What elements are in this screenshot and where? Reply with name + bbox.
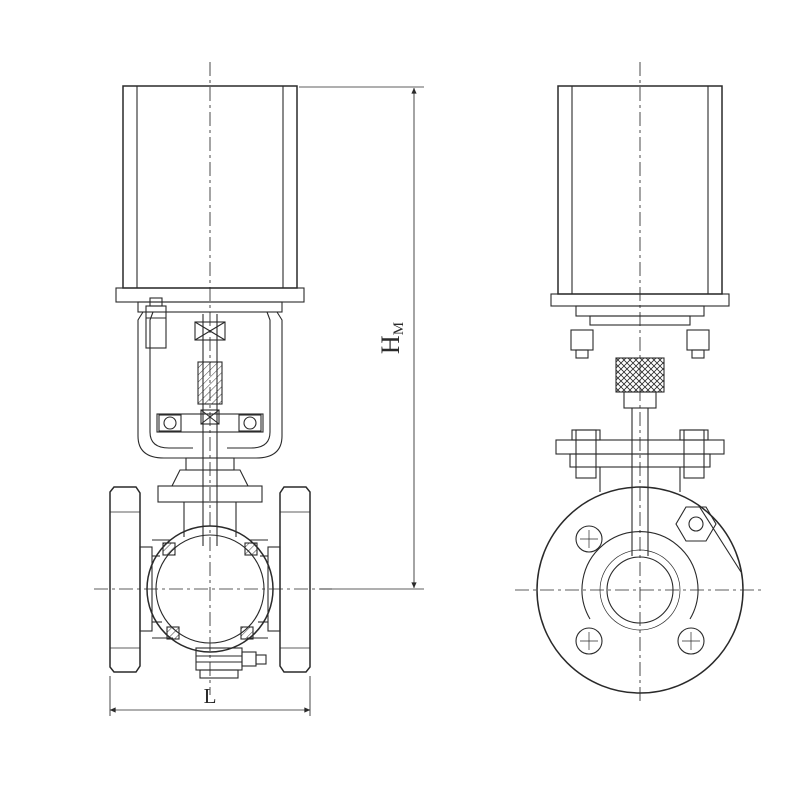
drain-bracket-plate	[199, 669, 239, 679]
side-end-flange	[536, 486, 744, 694]
flange-face-circle	[536, 486, 744, 694]
flange-chord-cut	[698, 505, 742, 573]
front-yoke	[137, 311, 283, 459]
stem-coupling-box	[194, 321, 226, 341]
front-valve-body	[146, 525, 274, 653]
side-stem-coupling	[615, 357, 665, 556]
dimension-l-label: L	[204, 684, 217, 708]
bore-circle	[606, 556, 674, 624]
stem-nut-box	[200, 409, 220, 425]
actuator-mounting-plate	[137, 301, 283, 313]
front-drain-assembly	[195, 647, 267, 679]
ball-silhouette-arc	[581, 531, 699, 620]
front-sectional-view: L HM	[94, 62, 424, 716]
valve-body-outline	[146, 525, 274, 653]
seat-ring-circle	[599, 549, 681, 631]
drain-bolt-tip	[255, 654, 267, 665]
dimension-h-label: HM	[376, 322, 407, 354]
front-flange-left	[109, 486, 153, 673]
drain-bolt-head	[241, 651, 257, 667]
dimension-h-sub: M	[391, 322, 407, 335]
side-bolt-holes	[575, 525, 705, 655]
dimension-length: L	[109, 676, 311, 716]
gland-bolt-left	[158, 414, 182, 432]
seat-upper-left	[162, 542, 176, 556]
flange-left-raised-face	[139, 546, 153, 632]
flange-right-raised-face	[267, 546, 281, 632]
seat-upper-right	[244, 542, 258, 556]
coupling-crosshatch	[615, 357, 665, 393]
dimension-height: HM	[299, 86, 424, 590]
dimension-h-main: H	[376, 335, 405, 354]
bracket-bolt-left	[575, 429, 597, 479]
gland-bolt-right	[238, 414, 262, 432]
actuator-step-plate-2	[589, 315, 691, 326]
seat-lower-left	[166, 626, 180, 640]
front-actuator-housing	[115, 85, 305, 313]
front-gland-flange	[156, 413, 264, 433]
front-limit-switch	[145, 297, 167, 349]
side-mounting-bracket	[555, 429, 725, 492]
side-actuator-housing	[550, 85, 730, 326]
side-hex-bolt	[675, 506, 717, 542]
packing-gland-hatch	[197, 361, 223, 405]
seat-lower-right	[240, 626, 254, 640]
bracket-bolt-right	[683, 429, 705, 479]
bonnet-flange	[157, 485, 263, 503]
side-mounting-tabs	[570, 329, 710, 359]
front-stem-assembly	[194, 314, 226, 546]
ball	[155, 534, 265, 644]
side-view	[515, 62, 765, 705]
front-flange-right	[267, 486, 311, 673]
